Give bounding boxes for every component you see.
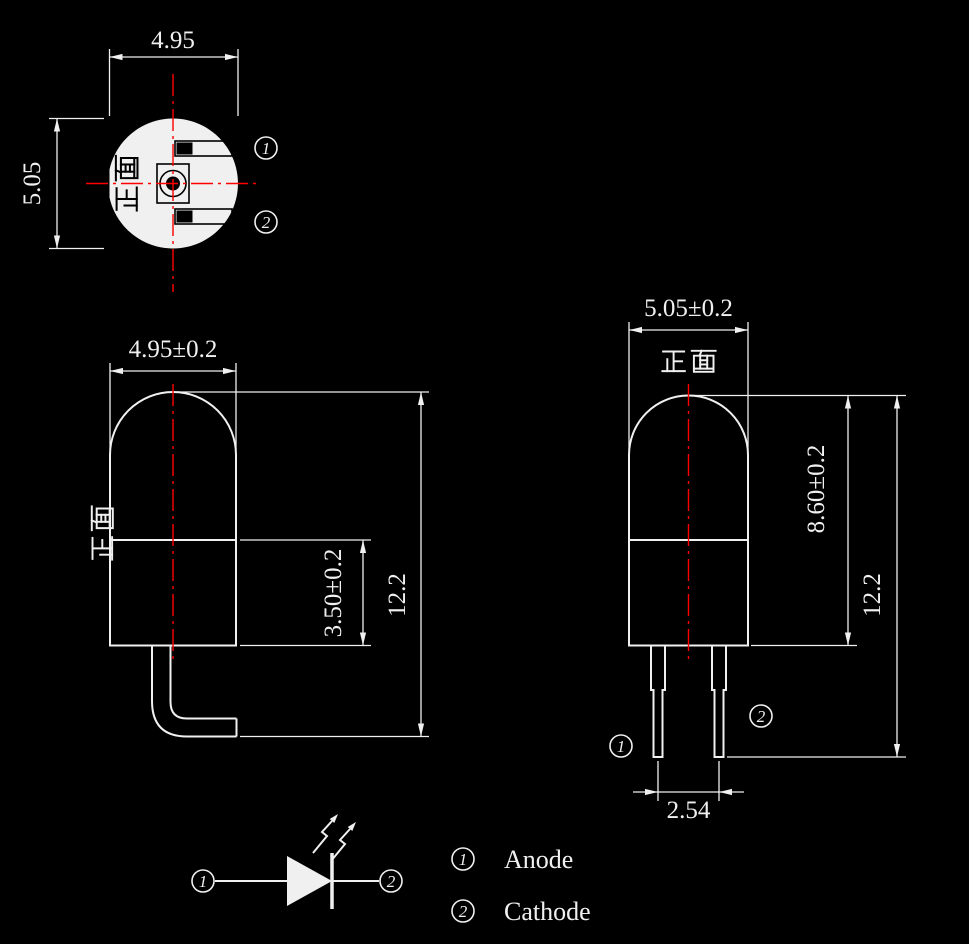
top-view: 4.95 5.05 1 2 [19,27,278,292]
top-view-height-dimension: 5.05 [19,117,104,250]
led-schematic-symbol: 1 2 [191,814,403,909]
side-view-total-height-dimension: 12.2 [727,395,906,758]
front-view: 4.95±0.2 3.50±0.2 12.2 [90,336,429,738]
side-view: 5.05±0.2 2 1 8.60±0.2 12.2 [609,295,906,824]
front-view-width-dimension: 4.95±0.2 [109,336,237,449]
front-view-total-height-value: 12.2 [384,573,411,617]
top-view-height-value: 5.05 [19,162,46,206]
side-view-width-dimension: 5.05±0.2 [628,295,749,449]
pin1-number: 1 [459,850,468,869]
anode-lead-outline [650,645,666,758]
pin1-pad-crimp [176,142,193,155]
pin1-circle [609,734,633,758]
led-body-outline [109,391,237,647]
pin1-circle [191,869,215,893]
pin2-number: 2 [262,213,271,232]
cathode-label: Cathode [504,897,591,926]
side-view-lead-pitch-dimension: 2.54 [633,761,744,824]
pin1-marker: 1 [609,734,633,758]
emission-arrowhead [329,814,338,823]
side-view-total-height-value: 12.2 [859,573,886,617]
pin2-pad-crimp [176,210,193,223]
pin2-marker: 2 [749,704,773,728]
pin1-circle [254,136,278,160]
pin2-number: 2 [757,707,766,726]
front-view-seat-height-dimension: 3.50±0.2 [240,539,371,647]
schematic-pin1-marker: 1 [191,869,215,893]
pin1-circle [451,847,475,871]
pin2-pad [174,208,233,225]
pin1-number: 1 [617,737,626,756]
pin1-pad [174,140,233,157]
legend-pin1-marker: 1 [451,847,475,871]
pin2-number: 2 [387,872,396,891]
pin2-number: 2 [459,902,468,921]
side-view-lead-pitch-value: 2.54 [667,797,711,824]
legend: 1 Anode 2 Cathode [451,845,591,926]
emission-arrow [312,820,333,854]
front-view-width-value: 4.95±0.2 [129,336,218,363]
bent-lead-outline [151,645,238,738]
front-view-seat-height-value: 3.50±0.2 [320,549,347,638]
cathode-lead-outline [711,645,727,758]
front-view-total-height-dimension: 12.2 [177,391,429,738]
pin2-circle [379,869,403,893]
anode-label: Anode [504,845,573,874]
side-view-width-value: 5.05±0.2 [644,295,733,322]
top-view-width-dimension: 4.95 [108,27,239,116]
pin2-circle [749,704,773,728]
light-emission-arrows [312,814,356,862]
face-label [661,349,717,373]
pin1-number: 1 [262,139,271,158]
pin2-circle [254,210,278,234]
face-label-glyphs [661,349,717,373]
pin2-marker: 2 [254,210,278,234]
pin1-marker: 1 [254,136,278,160]
schematic-pin2-marker: 2 [379,869,403,893]
pin1-number: 1 [199,872,208,891]
legend-pin2-marker: 2 [451,899,475,923]
diode-triangle [287,856,332,906]
side-view-body-height-dimension: 8.60±0.2 [691,394,906,647]
side-view-body-height-value: 8.60±0.2 [803,445,830,534]
emission-arrow [330,828,351,862]
emission-arrowhead [347,822,356,831]
top-view-width-value: 4.95 [151,27,195,54]
pin2-circle [451,899,475,923]
